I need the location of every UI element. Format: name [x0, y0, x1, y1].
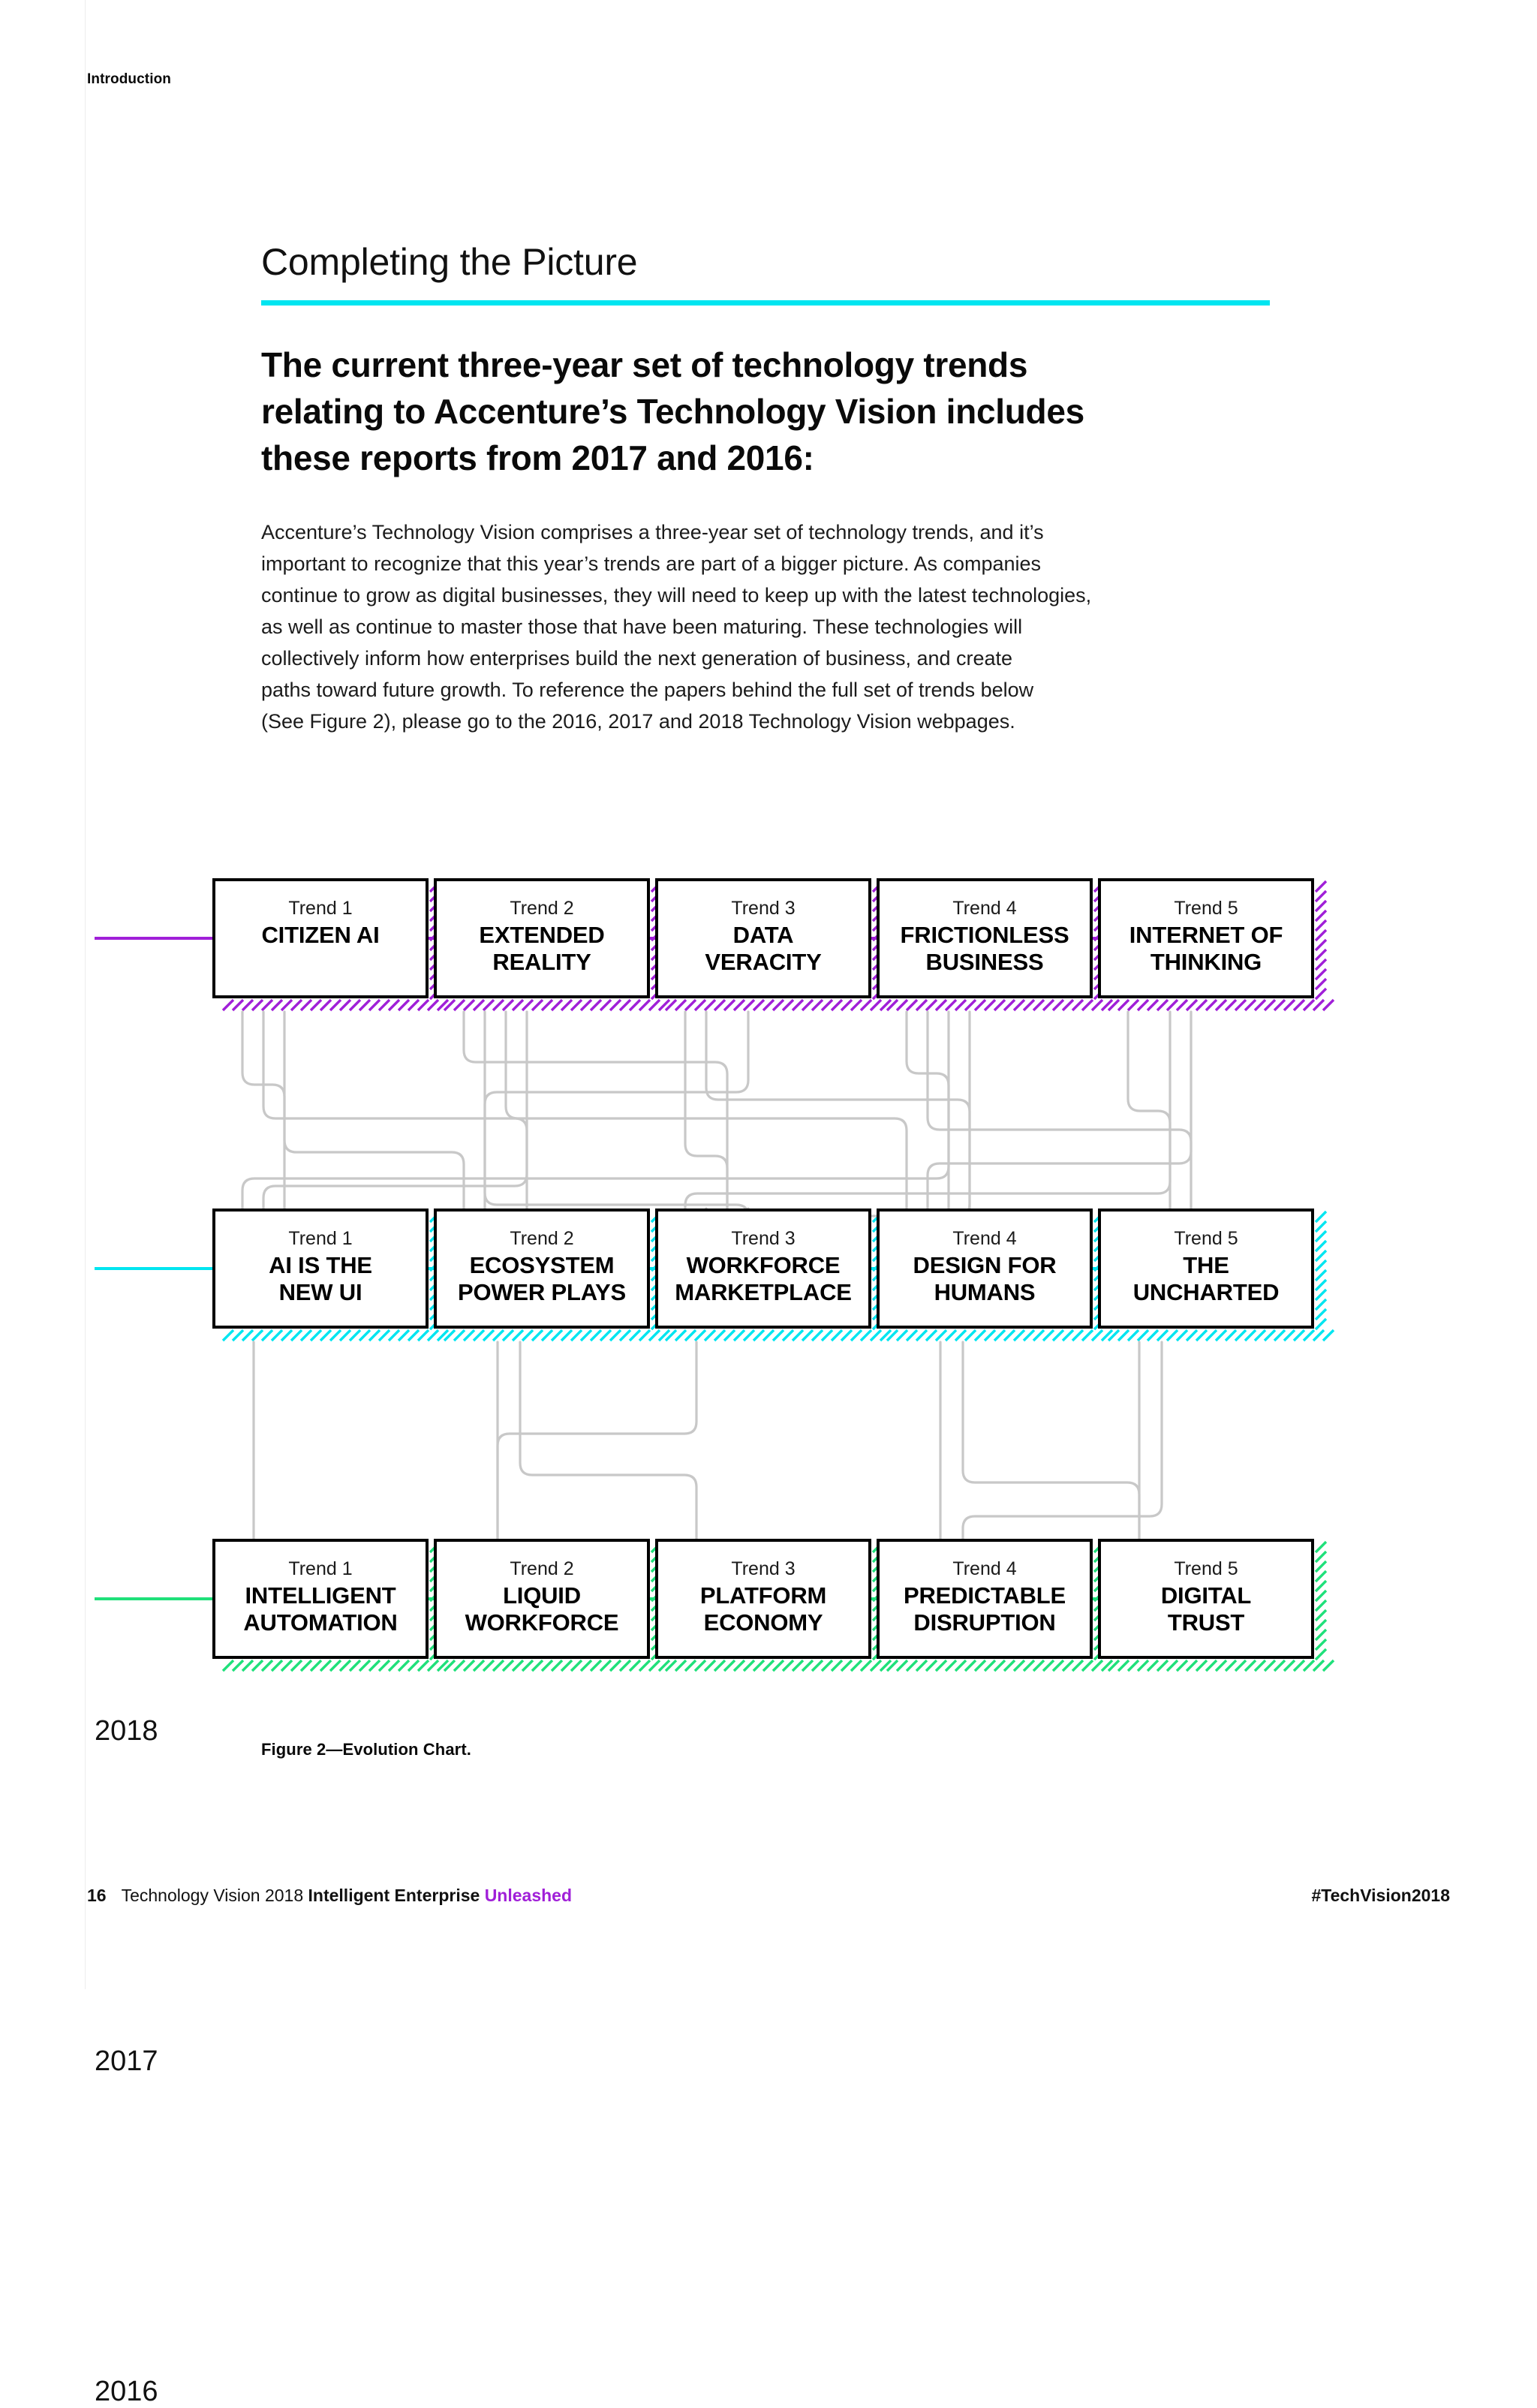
- connector-2018-2-to-2017-4: [504, 1010, 908, 1210]
- body-line-1: Accenture’s Technology Vision comprises …: [261, 521, 1044, 543]
- trend-number: Trend 3: [731, 898, 796, 919]
- year-label-2018: 2018: [95, 1715, 158, 1747]
- body-line-7: (See Figure 2), please go to the 2016, 2…: [261, 710, 1015, 733]
- footer-hashtag: #TechVision2018: [1311, 1886, 1450, 1905]
- trend-number: Trend 2: [510, 1228, 574, 1249]
- title-underline-rule: [261, 300, 1270, 306]
- trend-number: Trend 1: [288, 898, 353, 919]
- trend-number: Trend 1: [288, 1228, 353, 1249]
- year-lead-in-lines: [95, 937, 1098, 1600]
- trend-number: Trend 5: [1174, 1228, 1238, 1249]
- body-line-3: continue to grow as digital businesses, …: [261, 584, 1092, 607]
- trend-number: Trend 2: [510, 1558, 574, 1579]
- trend-number: Trend 4: [952, 1558, 1017, 1579]
- footer-title-bold: Intelligent Enterprise: [308, 1886, 485, 1905]
- body-line-5: collectively inform how enterprises buil…: [261, 647, 1013, 670]
- headline-line-2: relating to Accenture’s Technology Visio…: [261, 392, 1084, 431]
- footer-title-accent: Unleashed: [484, 1886, 573, 1905]
- connector-2018-1-to-2017-2: [283, 1010, 465, 1210]
- trend-number: Trend 5: [1174, 1558, 1238, 1579]
- body-line-2: important to recognize that this year’s …: [261, 552, 1042, 575]
- connector-2017-4-to-2016-5: [961, 1341, 1141, 1540]
- trend-number: Trend 1: [288, 1558, 353, 1579]
- connector-2018-2-to-2017-3: [462, 1010, 729, 1210]
- headline-line-3: these reports from 2017 and 2016:: [261, 438, 814, 477]
- connector-2017-5-to-2016-4: [961, 1341, 1163, 1540]
- connector-2017-2-to-2016-3: [519, 1341, 698, 1540]
- page-title: Completing the Picture: [261, 241, 638, 283]
- connector-2018-4-to-2017-3: [705, 1010, 971, 1229]
- trend-number: Trend 4: [952, 898, 1017, 919]
- body-line-6: paths toward future growth. To reference…: [261, 679, 1034, 701]
- connector-2018-5-to-2017-5: [1126, 1010, 1172, 1210]
- connector-2018-3-to-2017-3: [684, 1010, 729, 1210]
- trend-number: Trend 4: [952, 1228, 1017, 1249]
- trend-number: Trend 3: [731, 1558, 796, 1579]
- headline-line-1: The current three-year set of technology…: [261, 345, 1028, 384]
- body-paragraph: Accenture’s Technology Vision comprises …: [261, 516, 1244, 737]
- connector-2018-3-to-2017-2: [483, 1010, 750, 1210]
- year-label-2016: 2016: [95, 2376, 158, 2407]
- figure-caption: Figure 2—Evolution Chart.: [261, 1740, 471, 1759]
- trend-number: Trend 3: [731, 1228, 796, 1249]
- year-label-2017: 2017: [95, 2045, 158, 2077]
- connector-2018-5-to-2017-4: [926, 1010, 1193, 1210]
- footer-title-plain: Technology Vision 2018: [121, 1886, 308, 1905]
- trend-name: CITIZEN AI: [261, 922, 380, 948]
- footer-left: 16 Technology Vision 2018 Intelligent Ent…: [87, 1886, 572, 1906]
- body-line-4: as well as continue to master those that…: [261, 616, 1023, 638]
- headline: The current three-year set of technology…: [261, 342, 1237, 481]
- page-number: 16: [87, 1886, 107, 1905]
- page-edge-rule: [85, 0, 86, 1989]
- connector-2017-3-to-2016-2: [496, 1341, 698, 1540]
- connector-2018-2-to-2017-3: [483, 1010, 750, 1218]
- connector-2018-4-to-2017-1: [241, 1010, 950, 1210]
- trend-number: Trend 5: [1174, 898, 1238, 919]
- trend-box-2018-1[interactable]: Trend 1 CITIZEN AI: [212, 878, 429, 998]
- trend-number: Trend 2: [510, 898, 574, 919]
- section-kicker: Introduction: [87, 71, 172, 87]
